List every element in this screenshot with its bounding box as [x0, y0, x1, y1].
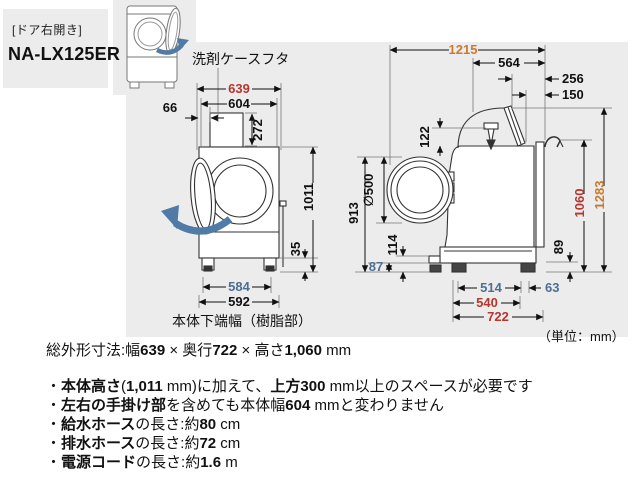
side-back-foot [520, 262, 536, 273]
door-open-direction-icon [126, 5, 189, 89]
side-body [444, 145, 535, 248]
back-hose-clip [544, 136, 561, 148]
model-name: NA-LX125ER [8, 44, 121, 64]
note-drain-hose: ・排水ホースの長さ:約72 cm [46, 435, 241, 452]
door-opening-note: [ドア右開き] [12, 23, 83, 37]
dim-side-114: 114 [385, 234, 400, 256]
dim-side-913: 913 [346, 202, 361, 224]
dim-base-height: 35 [288, 242, 303, 256]
dim-side-87: 87 [369, 259, 383, 274]
overall-dimensions-line: 総外形寸法:幅639 × 奥行722 × 高さ1,060 mm [46, 342, 352, 359]
dim-side-540: 540 [476, 295, 498, 310]
dim-lid-height: 272 [250, 119, 265, 141]
title-box [3, 9, 108, 88]
dim-side-1283: 1283 [592, 181, 607, 210]
side-base [439, 246, 537, 264]
dim-front-total-width: 639 [228, 81, 250, 96]
dim-body-height: 1011 [301, 183, 316, 211]
dim-side-89: 89 [551, 240, 566, 254]
dim-side-total-depth: 1215 [449, 42, 478, 57]
dim-side-514: 514 [480, 280, 502, 295]
door-swing-arrowhead [161, 205, 179, 229]
dim-side-63: 63 [545, 280, 559, 295]
dim-front-body-width: 604 [228, 96, 250, 111]
door-swing-arrow [173, 216, 233, 235]
dim-side-122: 122 [417, 126, 432, 148]
dim-bottom-resin-width: 584 [228, 279, 250, 294]
dim-bottom-width: 592 [228, 294, 250, 309]
back-panel [535, 141, 545, 248]
spec-notes: 総外形寸法:幅639 × 奥行722 × 高さ1,060 mm ・本体高さ(1,… [46, 342, 606, 472]
dim-side-150: 150 [562, 87, 584, 102]
open-door [190, 157, 216, 235]
detergent-lid-label: 洗剤ケースフタ [192, 51, 289, 67]
dim-lid-offset: 66 [163, 100, 177, 115]
lid-swing-arc [457, 107, 505, 149]
side-front-foot [451, 262, 467, 273]
note-handle-width: ・左右の手掛け部を含めても本体幅604 mmと変わりません [46, 397, 445, 414]
unit-note: （単位：mm） [538, 329, 625, 344]
note-power-cord: ・電源コードの長さ:約1.6 m [46, 454, 238, 471]
dim-side-256: 256 [562, 71, 584, 86]
dim-side-722: 722 [487, 309, 509, 324]
note-height-space: ・本体高さ(1,011 mm)に加えて、上方300 mm以上のスペースが必要です [46, 378, 533, 395]
side-view-diagram: 1215 564 256 150 122 ∅500 913 114 87 89 … [346, 42, 625, 344]
note-supply-hose: ・給水ホースの長さ:約80 cm [46, 416, 241, 433]
front-view-diagram: 639 604 66 272 1011 35 584 592 洗剤ケースフタ 本… [161, 51, 318, 329]
dim-side-1060: 1060 [572, 189, 587, 218]
dim-door-diameter: ∅500 [361, 174, 376, 207]
water-faucet [483, 122, 499, 130]
bottom-width-label: 本体下端幅（樹脂部） [172, 313, 312, 329]
dim-side-564: 564 [498, 55, 520, 70]
